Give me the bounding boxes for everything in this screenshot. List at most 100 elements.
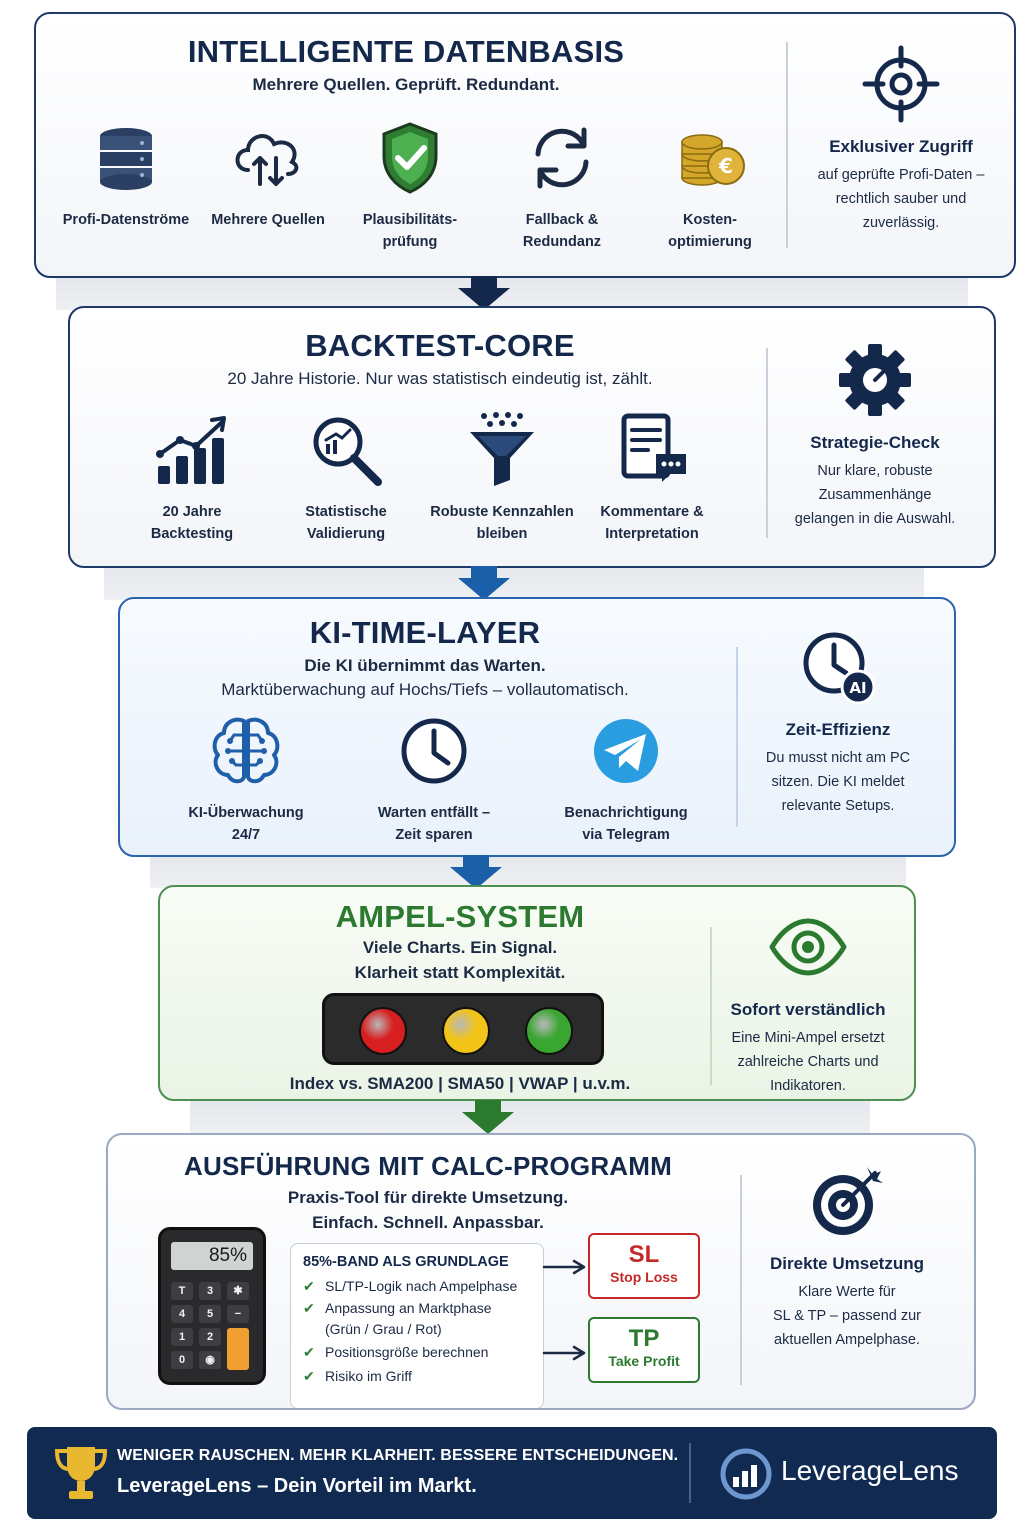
gear-icon <box>839 344 911 416</box>
item-label: Fallback & Redundanz <box>522 212 602 250</box>
side-zeit-effizienz: AI Zeit-Effizienz Du musst nicht am PC s… <box>738 627 938 818</box>
side-title: Exklusiver Zugriff <box>829 137 973 156</box>
side-exklusiver-zugriff: Exklusiver Zugriff auf geprüfte Profi-Da… <box>796 44 1006 235</box>
flow-arrow-1 <box>457 276 511 312</box>
item-label: Kosten- optimierung <box>668 212 752 250</box>
calculator-key: 1 <box>171 1328 193 1346</box>
section-ki-time-layer: KI-TIME-LAYER Die KI übernimmt das Warte… <box>118 597 956 857</box>
leveragelens-logo-icon <box>720 1448 772 1500</box>
light-red <box>359 1007 407 1055</box>
telegram-icon <box>594 719 658 783</box>
flow-arrow-3 <box>449 855 503 891</box>
item-label: Plausibilitäts- prüfung <box>362 212 458 250</box>
trophy-icon <box>54 1447 108 1499</box>
section-ampel-system: AMPEL-SYSTEM Viele Charts. Ein Signal. K… <box>158 885 916 1101</box>
side-desc: auf geprüfte Profi-Daten – rechtlich sau… <box>817 167 985 231</box>
band-item: SL/TP-Logik nach Ampelphase <box>303 1274 531 1298</box>
calculator-display: 85% <box>171 1242 253 1270</box>
item-robuste-kennzahlen: Robuste Kennzahlen bleiben <box>422 410 582 545</box>
band-arrows <box>542 1259 586 1361</box>
section-ausfuehrung: AUSFÜHRUNG MIT CALC-PROGRAMM Praxis-Tool… <box>106 1133 976 1410</box>
euro-coins-icon: € <box>681 134 745 186</box>
calculator-key: ✱ <box>227 1282 249 1300</box>
section-subtitle-1: Viele Charts. Ein Signal. <box>362 938 558 957</box>
ai-badge: AI <box>849 679 866 697</box>
clock-ai-icon: AI <box>803 632 876 705</box>
indicator-list: Index vs. SMA200 | SMA50 | VWAP | u.v.m. <box>289 1074 631 1093</box>
flow-arrow-2 <box>457 566 511 602</box>
item-profi-datenstroeme: Profi-Datenströme <box>56 118 196 231</box>
band-title: 85%-BAND ALS GRUNDLAGE <box>303 1254 509 1270</box>
footer-line2: LeverageLens – Dein Vorteil im Markt. <box>117 1475 477 1497</box>
side-title: Zeit-Effizienz <box>785 720 891 739</box>
section-title: BACKTEST-CORE <box>305 328 575 363</box>
item-label: 20 Jahre Backtesting <box>150 504 234 542</box>
item-label: Mehrere Quellen <box>211 212 325 228</box>
refresh-icon <box>535 127 589 189</box>
item-mehrere-quellen: Mehrere Quellen <box>198 118 338 231</box>
item-label: Kommentare & Interpretation <box>600 504 704 542</box>
calculator-key: − <box>227 1305 249 1323</box>
flow-arrow-4 <box>461 1100 515 1136</box>
item-warten-entfaellt: Warten entfällt – Zeit sparen <box>364 711 504 846</box>
side-desc: Eine Mini-Ampel ersetzt zahlreiche Chart… <box>731 1030 885 1094</box>
svg-text:€: € <box>718 154 733 178</box>
item-label: Profi-Datenströme <box>62 212 190 228</box>
side-direkte-umsetzung: Direkte Umsetzung Klare Werte für SL & T… <box>742 1161 952 1352</box>
item-statistische-validierung: Statistische Validierung <box>276 410 416 545</box>
section-title: INTELLIGENTE DATENBASIS <box>187 34 625 69</box>
section-subtitle-1: Praxis-Tool für direkte Umsetzung. <box>287 1188 569 1207</box>
funnel-icon <box>470 412 534 486</box>
eye-icon <box>769 918 847 976</box>
stop-loss-box: SL Stop Loss <box>588 1233 700 1299</box>
item-label: Warten entfällt – Zeit sparen <box>377 805 491 843</box>
section-title: AMPEL-SYSTEM <box>335 899 585 934</box>
bar-chart-icon <box>156 416 226 484</box>
band-item: Risiko im Griff <box>303 1364 531 1388</box>
take-profit-box: TP Take Profit <box>588 1317 700 1383</box>
item-label: KI-Überwachung 24/7 <box>188 805 304 843</box>
band-box: 85%-BAND ALS GRUNDLAGE SL/TP-Logik nach … <box>290 1243 544 1408</box>
item-telegram: Benachrichtigung via Telegram <box>546 711 706 846</box>
item-kostenoptimierung: € Kosten- optimierung <box>640 118 780 253</box>
sl-long: Stop Loss <box>610 1269 678 1285</box>
crosshair-icon <box>862 45 940 123</box>
section-subtitle-2: Marktüberwachung auf Hochs/Tiefs – volla… <box>221 680 629 699</box>
item-kommentare: Kommentare & Interpretation <box>582 410 722 545</box>
tp-short: TP <box>628 1325 660 1352</box>
item-label: Robuste Kennzahlen bleiben <box>430 504 574 542</box>
item-fallback-redundanz: Fallback & Redundanz <box>492 118 632 253</box>
database-icon <box>100 128 152 190</box>
calculator-key: T <box>171 1282 193 1300</box>
calculator-key: 5 <box>199 1305 221 1323</box>
target-icon <box>813 1167 883 1235</box>
calculator-key: 2 <box>199 1328 221 1346</box>
sl-short: SL <box>628 1241 660 1268</box>
band-item: Anpassung an Marktphase (Grün / Grau / R… <box>303 1298 531 1340</box>
side-title: Direkte Umsetzung <box>770 1254 924 1273</box>
section-subtitle-1: Die KI übernimmt das Warten. <box>304 656 546 675</box>
section-title: KI-TIME-LAYER <box>309 615 541 650</box>
item-plausibilitaetspruefung: Plausibilitäts- prüfung <box>340 118 480 253</box>
item-ki-ueberwachung: KI-Überwachung 24/7 <box>176 711 316 846</box>
light-yellow <box>442 1007 490 1055</box>
section-subtitle-2: Klarheit statt Komplexität. <box>354 963 566 982</box>
item-label: Benachrichtigung via Telegram <box>564 805 688 843</box>
section-subtitle: 20 Jahre Historie. Nur was statistisch e… <box>227 369 653 388</box>
calculator-key: ◉ <box>199 1351 221 1369</box>
document-comment-icon <box>621 413 686 482</box>
section-backtest-core: BACKTEST-CORE 20 Jahre Historie. Nur was… <box>68 306 996 568</box>
traffic-light <box>322 993 604 1065</box>
side-strategie-check: Strategie-Check Nur klare, robuste Zusam… <box>770 340 980 531</box>
brain-icon <box>212 717 280 784</box>
item-label: Statistische Validierung <box>305 504 387 542</box>
section-subtitle: Mehrere Quellen. Geprüft. Redundant. <box>252 75 560 94</box>
clock-icon <box>401 718 467 784</box>
side-desc: Klare Werte für SL & TP – passend zur ak… <box>772 1284 922 1348</box>
calculator-key <box>227 1328 249 1370</box>
cloud-sync-icon <box>235 134 299 186</box>
side-title: Strategie-Check <box>810 433 940 452</box>
magnifier-chart-icon <box>313 417 382 486</box>
band-list: SL/TP-Logik nach Ampelphase Anpassung an… <box>303 1274 531 1388</box>
